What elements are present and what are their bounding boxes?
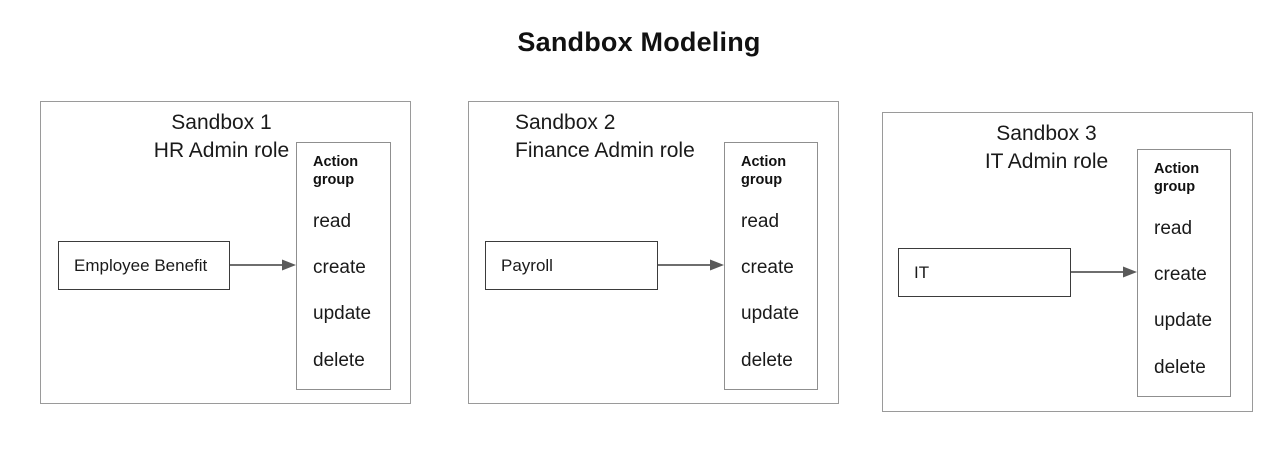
action-item-read-2[interactable]: read: [741, 211, 780, 232]
action-item-delete-1[interactable]: delete: [313, 350, 365, 371]
action-item-update-2[interactable]: update: [741, 303, 800, 324]
sandbox-container-1: Sandbox 1 HR Admin role Employee Benefit…: [40, 101, 411, 404]
arrow-icon-1: [230, 259, 296, 271]
entity-label-2: Payroll: [501, 255, 553, 275]
action-group-title-3: Action group: [1154, 160, 1199, 196]
action-item-delete-2[interactable]: delete: [741, 350, 793, 371]
action-item-create-3[interactable]: create: [1154, 264, 1207, 285]
sandbox-header-3: Sandbox 3 IT Admin role: [939, 120, 1154, 176]
entity-label-3: IT: [914, 262, 930, 282]
entity-box-1[interactable]: Employee Benefit: [58, 241, 230, 290]
action-group-title-line1-2: Action: [741, 154, 787, 170]
action-item-create-1[interactable]: create: [313, 257, 366, 278]
action-item-create-2[interactable]: create: [741, 257, 794, 278]
action-item-read-1[interactable]: read: [313, 211, 352, 232]
action-group-title-1: Action group: [313, 153, 358, 189]
page-title: Sandbox Modeling: [517, 27, 761, 57]
action-group-title-line2-3: group: [1154, 179, 1196, 195]
entity-box-3[interactable]: IT: [898, 248, 1071, 297]
sandbox-container-3: Sandbox 3 IT Admin role IT Action group …: [882, 112, 1253, 412]
sandbox-name-1: Sandbox 1: [171, 111, 272, 134]
arrow-icon-3: [1071, 266, 1137, 278]
action-group-title-line1-3: Action: [1154, 161, 1200, 177]
sandbox-role-1: HR Admin role: [153, 139, 290, 162]
sandbox-header-2: Sandbox 2 Finance Admin role: [515, 109, 765, 165]
action-group-title-2: Action group: [741, 153, 786, 189]
action-group-title-line2-2: group: [741, 172, 783, 188]
action-item-read-3[interactable]: read: [1154, 218, 1193, 239]
sandbox-role-3: IT Admin role: [984, 150, 1109, 173]
sandbox-name-3: Sandbox 3: [996, 122, 1097, 145]
action-group-title-line1-1: Action: [313, 154, 359, 170]
action-item-delete-3[interactable]: delete: [1154, 357, 1206, 378]
entity-box-2[interactable]: Payroll: [485, 241, 658, 290]
action-item-update-1[interactable]: update: [313, 303, 372, 324]
action-group-panel-1: Action group read create update delete: [296, 142, 391, 390]
sandbox-role-2: Finance Admin role: [515, 139, 695, 162]
action-group-panel-3: Action group read create update delete: [1137, 149, 1231, 397]
action-group-title-line2-1: group: [313, 172, 355, 188]
sandbox-name-2: Sandbox 2: [515, 111, 616, 134]
action-item-update-3[interactable]: update: [1154, 310, 1213, 331]
sandbox-container-2: Sandbox 2 Finance Admin role Payroll Act…: [468, 101, 839, 404]
action-group-panel-2: Action group read create update delete: [724, 142, 818, 390]
arrow-icon-2: [658, 259, 724, 271]
sandbox-header-1: Sandbox 1 HR Admin role: [124, 109, 319, 165]
entity-label-1: Employee Benefit: [74, 255, 208, 275]
